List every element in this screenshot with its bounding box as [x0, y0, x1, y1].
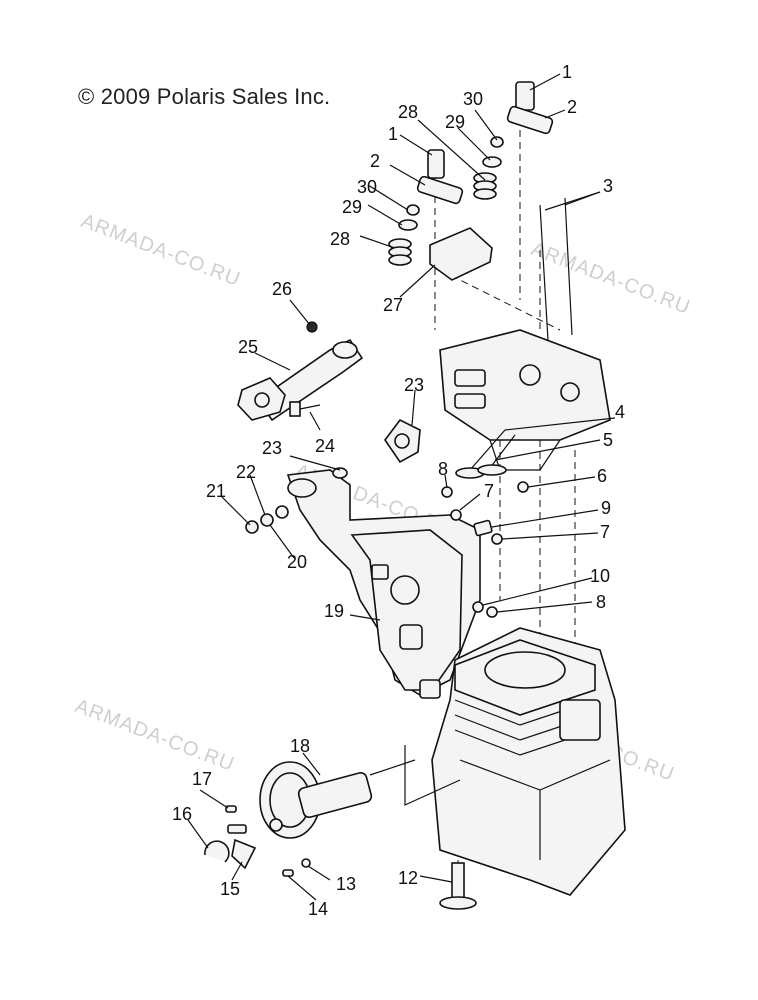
camshaft [259, 745, 461, 839]
bolt [289, 401, 321, 417]
callout-numbers: 1 1 2 2 3 4 5 6 7 7 8 8 9 10 12 13 14 15… [172, 62, 625, 919]
exhaust-pipe [237, 321, 364, 422]
callout-30: 30 [357, 177, 377, 197]
muffler [286, 467, 481, 699]
copyright-notice: © 2009 Polaris Sales Inc. [78, 84, 331, 109]
callout-17: 17 [192, 769, 212, 789]
tappet [439, 862, 477, 910]
callout-30: 30 [463, 89, 483, 109]
callout-19: 19 [324, 601, 344, 621]
callout-22: 22 [236, 462, 256, 482]
valve-spring-upper [473, 172, 497, 200]
callout-20: 20 [287, 552, 307, 572]
callout-3: 3 [603, 176, 613, 196]
callout-29: 29 [342, 197, 362, 217]
callout-26: 26 [272, 279, 292, 299]
callout-10: 10 [590, 566, 610, 586]
small-parts [204, 805, 311, 877]
callout-15: 15 [220, 879, 240, 899]
valve-spring-lower [388, 238, 412, 266]
rocker-arm-upper [473, 81, 554, 200]
callout-2: 2 [370, 151, 380, 171]
callout-29: 29 [445, 112, 465, 132]
crankcase [431, 627, 626, 896]
callout-5: 5 [603, 430, 613, 450]
callout-7: 7 [600, 522, 610, 542]
callout-21: 21 [206, 481, 226, 501]
callout-2: 2 [567, 97, 577, 117]
callout-13: 13 [336, 874, 356, 894]
callout-25: 25 [238, 337, 258, 357]
callout-9: 9 [601, 498, 611, 518]
callout-1: 1 [388, 124, 398, 144]
cylinder-head [439, 329, 611, 471]
callout-28: 28 [398, 102, 418, 122]
callout-24: 24 [315, 436, 335, 456]
callout-7: 7 [484, 481, 494, 501]
leader-lines [187, 73, 616, 901]
callout-27: 27 [383, 295, 403, 315]
callout-4: 4 [615, 402, 625, 422]
callout-18: 18 [290, 736, 310, 756]
exhaust-gasket [384, 418, 421, 464]
callout-23: 23 [262, 438, 282, 458]
callout-23: 23 [404, 375, 424, 395]
callout-16: 16 [172, 804, 192, 824]
callout-12: 12 [398, 868, 418, 888]
rocker-support [429, 227, 493, 281]
intake-exhaust-valves [455, 429, 516, 479]
callout-8: 8 [596, 592, 606, 612]
callout-6: 6 [597, 466, 607, 486]
callout-1: 1 [562, 62, 572, 82]
rocker-arm-lower [388, 149, 464, 266]
callout-8: 8 [438, 459, 448, 479]
callout-14: 14 [308, 899, 328, 919]
muffler-hardware [245, 481, 529, 618]
callout-28: 28 [330, 229, 350, 249]
push-rods [539, 197, 573, 341]
